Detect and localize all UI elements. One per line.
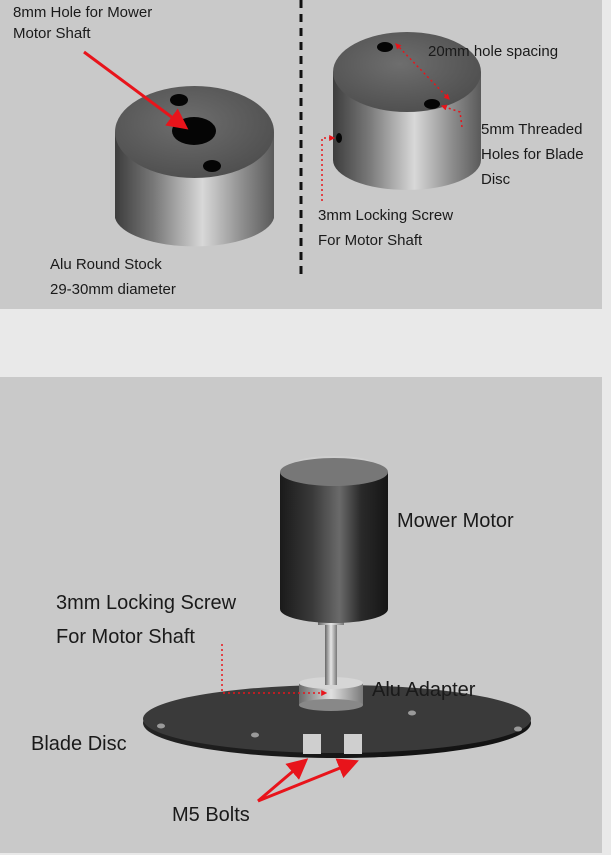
- arrow-shaft-hole: [83, 50, 189, 130]
- label-m5-bolts: M5 Bolts: [172, 804, 250, 826]
- label-alu-adapter: Alu Adapter: [372, 679, 476, 701]
- adapter-illustration: [83, 0, 481, 278]
- arrow-locking-screw-bottom: [221, 644, 328, 696]
- label-hole-spacing: 20mm hole spacing: [428, 43, 559, 60]
- label-blade-disc: Blade Disc: [31, 733, 127, 755]
- motor-shaft: [325, 615, 337, 685]
- side-hole: [203, 160, 221, 172]
- mower-motor: [280, 456, 388, 623]
- side-hole: [170, 94, 188, 106]
- arrow-m5-bolt-2: [257, 758, 359, 803]
- label-mower-motor: Mower Motor: [397, 510, 514, 532]
- arrow-locking-screw: [321, 135, 336, 201]
- blade-disc: [143, 685, 531, 758]
- arrow-threaded-holes: [440, 104, 463, 128]
- arrow-m5-bolt-1: [257, 758, 309, 803]
- assembly-illustration: [143, 456, 531, 803]
- alu-adapter-left: [115, 86, 274, 247]
